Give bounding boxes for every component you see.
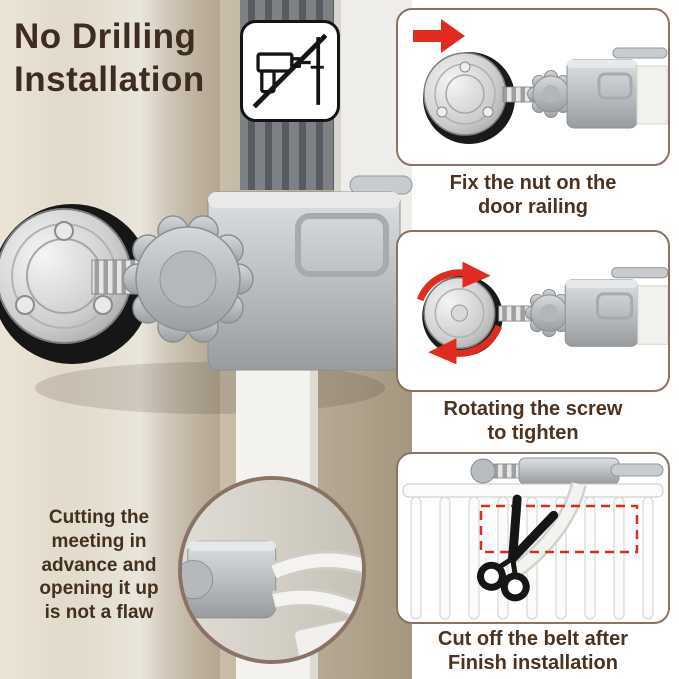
wall-disc	[0, 208, 132, 344]
red-arrow-icon	[413, 19, 465, 53]
step-3-caption: Cut off the belt after Finish installati…	[438, 628, 628, 674]
gate-bars	[410, 496, 654, 620]
page-title-line-1: No Drilling	[14, 17, 197, 56]
no-drill-icon	[240, 20, 340, 122]
step-1-panel	[396, 8, 670, 166]
page-title-line-2: Installation	[14, 59, 205, 99]
detail-inset-illustration	[182, 480, 362, 660]
detail-inset	[178, 476, 366, 664]
step-2-caption: Rotating the screw to tighten	[443, 398, 623, 444]
rotate-arrows-icon	[416, 261, 503, 365]
step-2-illustration	[416, 261, 668, 365]
gate-clamp	[207, 175, 413, 371]
page-title: No Drilling Installation	[14, 16, 205, 101]
step-1-caption: Fix the nut on the door railing	[449, 172, 617, 218]
step-1-illustration	[413, 19, 668, 144]
step-3-panel	[396, 452, 670, 624]
step-3-illustration	[402, 457, 664, 620]
highlight-box	[479, 504, 639, 554]
step-2-panel	[396, 230, 670, 392]
scissors-icon	[476, 494, 559, 602]
note-text: Cutting the meeting in advance and openi…	[39, 507, 159, 623]
